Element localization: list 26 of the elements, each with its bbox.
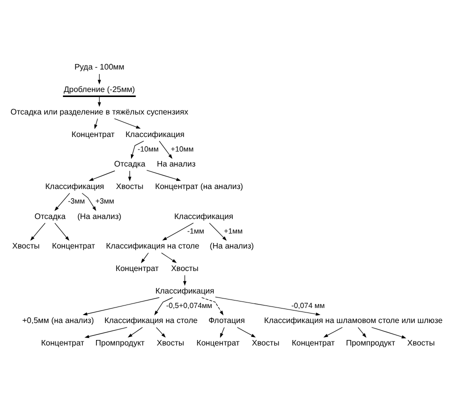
arrow xyxy=(84,327,128,338)
arrow xyxy=(128,327,143,338)
arrow xyxy=(237,327,256,338)
arrow xyxy=(146,170,181,181)
arrow xyxy=(54,222,70,241)
arrow xyxy=(158,140,172,159)
arrow xyxy=(154,297,173,316)
arrow xyxy=(54,192,70,211)
arrow xyxy=(358,327,366,338)
arrow xyxy=(371,327,406,338)
arrow xyxy=(215,296,320,316)
arrow xyxy=(114,118,141,129)
arrow xyxy=(161,252,177,263)
arrow xyxy=(94,118,98,130)
arrow xyxy=(162,222,194,241)
arrow xyxy=(140,252,149,264)
arrow xyxy=(220,327,225,338)
arrow xyxy=(130,140,144,159)
arrow xyxy=(156,327,166,338)
arrow xyxy=(30,222,46,241)
arrow xyxy=(82,192,96,212)
arrow xyxy=(88,170,116,181)
arrow xyxy=(209,222,227,241)
arrow xyxy=(323,327,343,338)
arrow xyxy=(201,297,224,316)
arrow xyxy=(82,297,160,316)
